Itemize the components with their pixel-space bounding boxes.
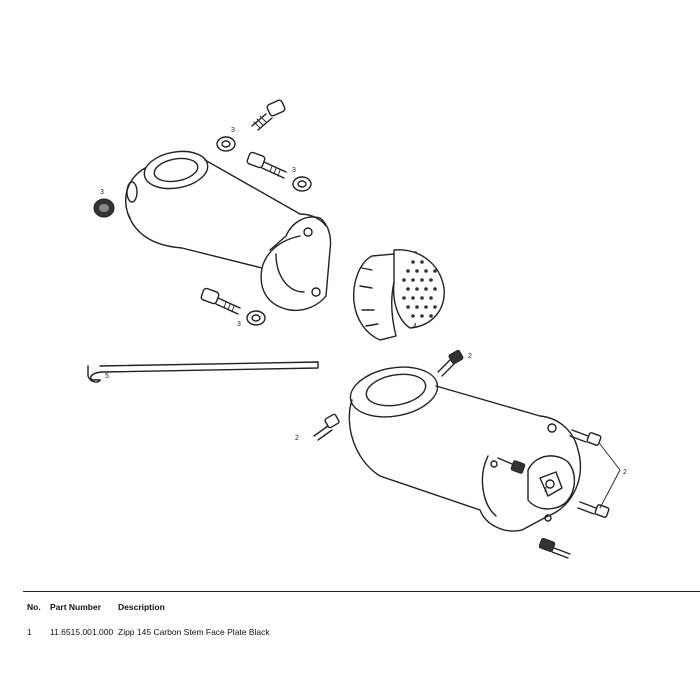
knurl-dot <box>402 278 406 282</box>
callout-2a: 2 <box>468 353 472 360</box>
callout-3c: 3 <box>100 189 104 196</box>
bolt-top-3 <box>200 287 241 315</box>
knurl-dot <box>406 305 410 309</box>
header-part-number: Part Number <box>50 602 102 612</box>
callout-2b: 2 <box>295 435 299 442</box>
callout-2c: 2 <box>623 469 627 476</box>
bolt-top-1 <box>251 99 286 131</box>
top-cap-part-3 <box>93 198 115 218</box>
knurl-dot <box>429 296 433 300</box>
washer-top-2 <box>292 176 312 192</box>
header-description: Description <box>118 602 165 612</box>
knurl-dot <box>433 305 437 309</box>
knurl-dot <box>420 314 424 318</box>
row-1-part-number: 11.6515.001.000 <box>50 627 114 637</box>
knurl-dot <box>424 305 428 309</box>
bolt-bottom-2 <box>313 413 340 441</box>
knurl-dot <box>420 278 424 282</box>
bolt-bottom-1 <box>437 349 464 377</box>
bolt-bottom-3 <box>569 429 602 446</box>
hex-key-part-5 <box>87 361 319 383</box>
knurl-dot <box>429 278 433 282</box>
knurl-dot <box>406 287 410 291</box>
knurl-dots <box>402 260 437 318</box>
knurl-dot <box>433 287 437 291</box>
face-plate-part-4 <box>353 249 445 341</box>
knurl-dot <box>402 296 406 300</box>
callout-3b: 3 <box>292 167 296 174</box>
exploded-parts-diagram: 3 3 3 3 4 5 2 2 2 1 <box>87 99 627 559</box>
callout-1: 1 <box>544 487 548 494</box>
bolt-bottom-4 <box>497 457 526 474</box>
table-divider <box>23 591 700 592</box>
stem-body-top <box>125 150 332 312</box>
knurl-dot <box>415 287 419 291</box>
knurl-dot <box>424 269 428 273</box>
stem-assembled <box>348 366 582 532</box>
header-no: No. <box>27 602 41 612</box>
row-1-no: 1 <box>27 627 32 637</box>
bolt-bottom-6 <box>538 537 571 559</box>
knurl-dot <box>420 296 424 300</box>
knurl-dot <box>415 269 419 273</box>
washer-top-1 <box>216 136 236 152</box>
callout-3d: 3 <box>237 321 241 328</box>
knurl-dot <box>429 314 433 318</box>
row-1-description: Zipp 145 Carbon Stem Face Plate Black <box>118 627 270 637</box>
bolt-bottom-5 <box>577 501 610 518</box>
callout-3a: 3 <box>231 127 235 134</box>
callout-2-bracket <box>599 443 621 509</box>
knurl-dot <box>406 269 410 273</box>
knurl-dot <box>415 305 419 309</box>
washer-top-3 <box>246 310 266 326</box>
knurl-dot <box>411 296 415 300</box>
knurl-dot <box>433 269 437 273</box>
callout-5: 5 <box>105 373 109 380</box>
knurl-dot <box>420 260 424 264</box>
knurl-dot <box>424 287 428 291</box>
bolt-top-2 <box>246 151 287 179</box>
knurl-dot <box>411 278 415 282</box>
knurl-dot <box>411 314 415 318</box>
callout-4: 4 <box>413 323 417 330</box>
knurl-dot <box>411 260 415 264</box>
